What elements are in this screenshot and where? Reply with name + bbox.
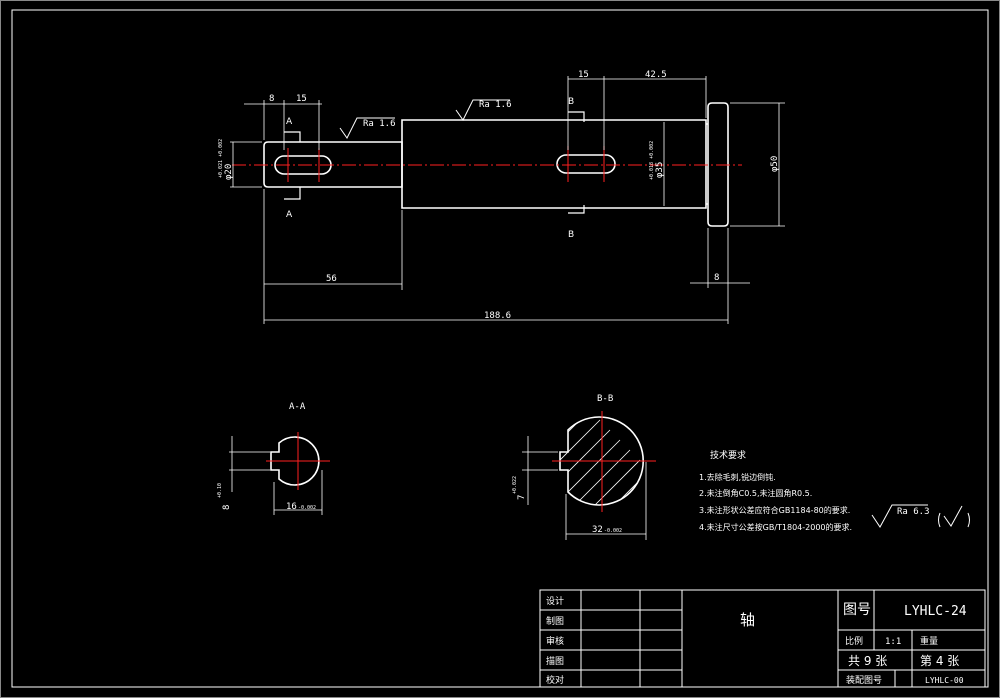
note-item: 1.去除毛刺,锐边倒钝. [699,472,776,482]
dim-phi35: φ35 [655,162,665,178]
section-aa [229,432,330,515]
drawing-frame [11,9,989,688]
dim-8-left: 8 [269,94,274,104]
note-item: 3.未注形状公差应符合GB1184-80的要求. [699,505,850,515]
drawing-no: LYHLC-24 [904,604,967,619]
section-mark-a-bottom: A [286,210,293,220]
title-block-label-review: 审核 [546,635,564,647]
section-title-aa: A-A [289,402,306,412]
section-cut-marks [284,111,585,214]
notes-title: 技术要求 [710,449,746,461]
note-item: 2.未注倒角C0.5,未注圆角R0.5. [699,488,812,498]
dim-phi20-tolerance: +0.021 +0.002 [218,139,224,178]
dim-56: 56 [326,274,337,284]
dim-phi50: φ50 [770,156,780,172]
roughness-ra-1: Ra 1.6 [363,119,396,129]
shaft-middle-step [401,119,707,209]
scale-value: 1:1 [885,637,901,647]
dim-bb-32-tolerance: -0.002 [604,528,622,534]
section-mark-b-bottom: B [568,230,574,240]
title-block-label-check: 校对 [546,674,564,686]
weight-label: 重量 [920,635,938,647]
dim-15-left: 15 [296,94,307,104]
sheet-number: 第 4 张 [920,654,959,668]
roughness-general: Ra 6.3 [897,507,930,517]
dim-15-right: 15 [578,70,589,80]
dim-8-right: 8 [714,273,719,283]
dim-aa-8-tolerance: +0.10 [217,483,223,498]
shaft-left-step [263,141,403,188]
dim-bb-7: 7 [517,495,527,500]
dim-bb-32: 32 [592,525,603,535]
title-block-label-design: 设计 [546,595,564,607]
dimension-lines [230,76,785,324]
section-mark-a-top: A [286,117,293,127]
roughness-symbols [339,99,970,528]
dim-188-6: 188.6 [484,311,511,321]
shaft-collar [707,102,729,227]
assembly-drawing-label: 装配图号 [846,674,882,686]
title-block-label-draw: 制图 [546,615,564,627]
dim-aa-16-tolerance: -0.002 [298,505,316,511]
dim-aa-16: 16 [286,502,297,512]
drawing-no-label: 图号 [843,602,871,618]
keyway-right [556,154,616,174]
dim-aa-8: 8 [222,505,232,510]
roughness-ra-2: Ra 1.6 [479,100,512,110]
shaft-main-view [263,102,729,227]
scale-label: 比例 [845,635,863,647]
dim-bb-7-tolerance: +0.022 [512,476,518,494]
total-sheets: 共 9 张 [848,654,887,668]
section-bb-hatching [560,417,644,506]
title-block [539,589,986,688]
center-lines [232,146,742,182]
section-title-bb: B-B [597,394,613,404]
dim-phi20: φ20 [224,164,234,180]
section-mark-b-top: B [568,97,574,107]
part-name: 轴 [740,611,755,629]
dim-42-5: 42.5 [645,70,667,80]
section-bb [522,411,656,540]
assembly-drawing-no: LYHLC-00 [925,676,964,685]
dim-phi35-tolerance: +0.018 +0.002 [649,141,655,180]
note-item: 4.未注尺寸公差按GB/T1804-2000的要求. [699,522,852,532]
title-block-label-trace: 描图 [546,655,564,667]
